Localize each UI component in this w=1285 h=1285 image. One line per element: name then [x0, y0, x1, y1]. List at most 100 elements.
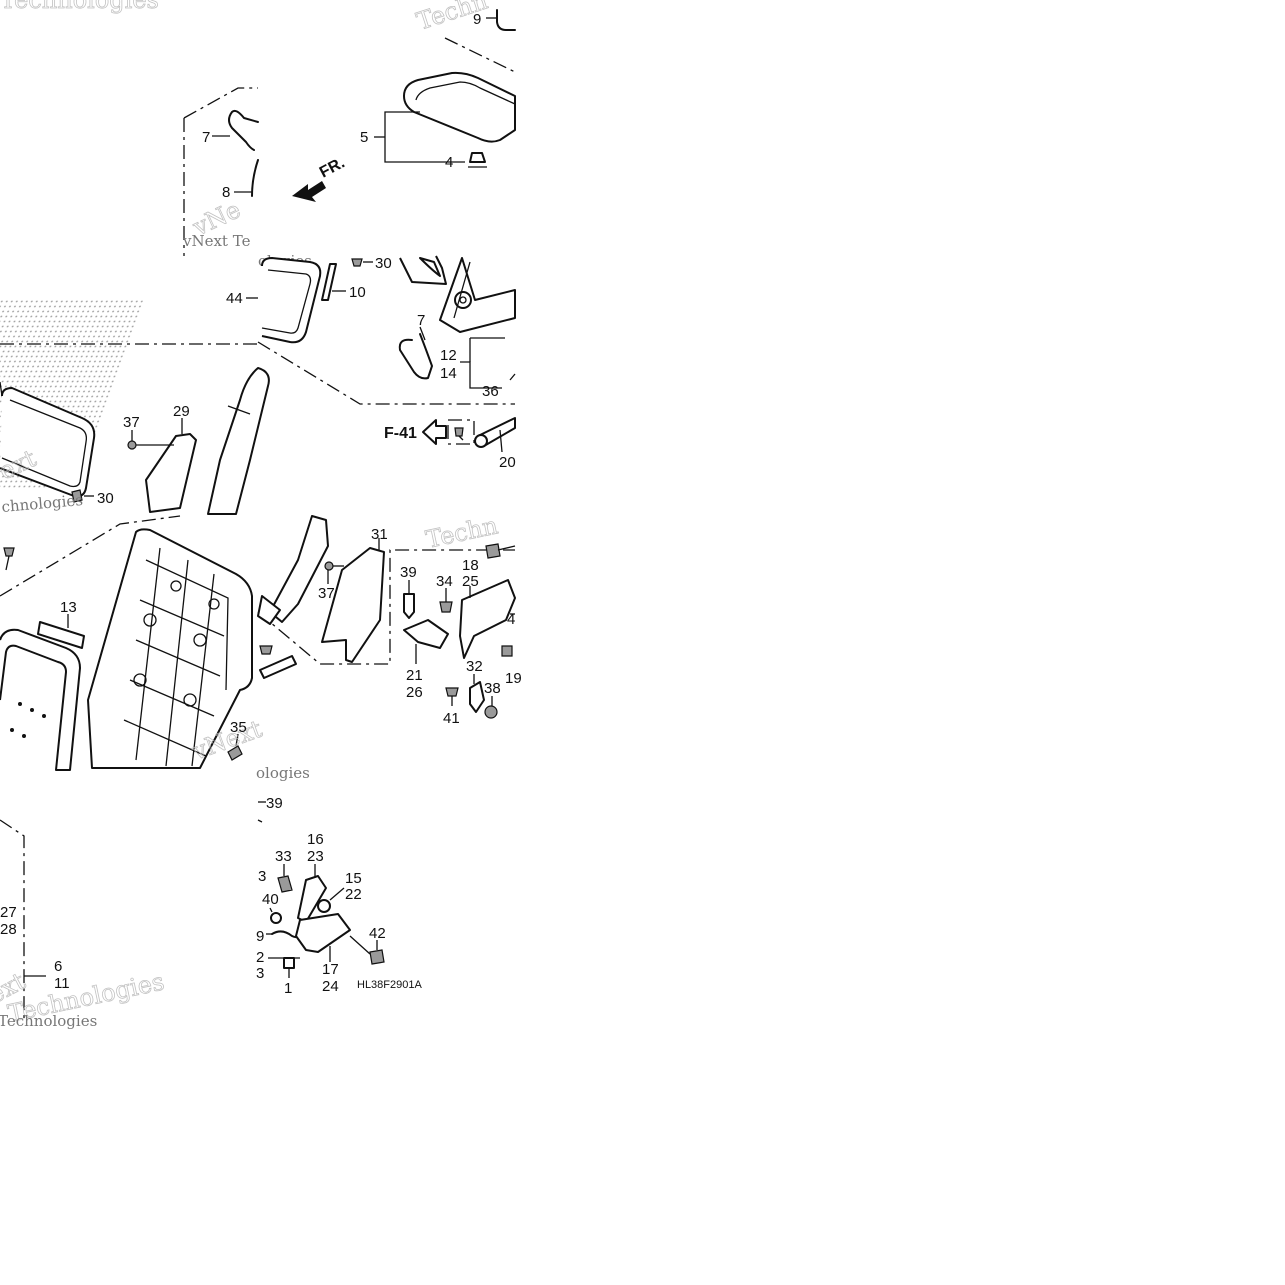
callout-39: 39 — [400, 564, 417, 581]
callout-9: 9 — [473, 11, 481, 28]
seat-pad — [261, 257, 322, 344]
callout-41: 41 — [443, 710, 460, 727]
callout-30: 30 — [375, 255, 392, 272]
tube-frame — [0, 628, 81, 771]
side-trim — [321, 547, 385, 663]
seatback-panel — [87, 528, 253, 769]
callout-36: 36 — [482, 383, 499, 400]
drawing-code: HL38F2901A — [357, 979, 422, 991]
callout-40: 40 — [262, 891, 279, 908]
callout-35: 35 — [230, 719, 247, 736]
callout-26: 26 — [406, 684, 423, 701]
spring — [271, 929, 300, 939]
tile-hook: vNe vNext Te — [182, 87, 259, 256]
seat-frame-wire — [496, 9, 516, 31]
callout-44: 44 — [226, 290, 243, 307]
callout-34: 34 — [436, 573, 453, 590]
pin — [283, 957, 295, 969]
callout-15: 15 — [345, 870, 362, 887]
tile-trim-clips: Techn — [256, 511, 516, 782]
tile-hinge: HL38F2901A — [257, 801, 422, 991]
rubber-stopper — [469, 152, 486, 163]
callout-3: 3 — [258, 868, 266, 885]
callout-42: 42 — [369, 925, 386, 942]
callout-21: 21 — [406, 667, 423, 684]
hook-wire — [228, 109, 259, 151]
back-arm — [207, 367, 270, 515]
watermark: chnologies — [1, 491, 84, 516]
tile-lower-left: ext Technologies Technologies Technologi… — [0, 0, 167, 1030]
seat-cushion — [403, 71, 516, 143]
callout-25: 25 — [462, 573, 479, 590]
rod — [321, 263, 337, 301]
callout-4x: 4 — [507, 611, 515, 628]
hook-rod — [251, 159, 259, 197]
callout-5: 5 — [360, 129, 368, 146]
reference-arrow — [422, 419, 447, 445]
tile-back-panel: vNext — [0, 515, 266, 771]
callout-32: 32 — [466, 658, 483, 675]
reference-tag: F-41 — [384, 425, 417, 442]
callout-7: 7 — [202, 129, 210, 146]
callout-29: 29 — [173, 403, 190, 420]
clamp — [469, 681, 485, 713]
hinge-bolt — [277, 875, 293, 893]
recliner-frame — [439, 257, 516, 333]
callout-39: 39 — [266, 795, 283, 812]
clip — [403, 593, 415, 619]
watermark: ologies — [256, 764, 310, 782]
callout-19: 19 — [505, 670, 522, 687]
bushing — [317, 899, 331, 913]
callout-22: 22 — [345, 886, 362, 903]
callout-38: 38 — [484, 680, 501, 697]
callout-28: 28 — [0, 921, 17, 938]
cross-bar — [37, 621, 85, 649]
front-arrow: FR. — [292, 154, 348, 202]
boundary-line — [444, 37, 516, 73]
callout-9: 9 — [256, 928, 264, 945]
callout-4: 4 — [445, 154, 453, 171]
tile-seat-cushion: Techn FR. — [292, 0, 516, 202]
tile-recliner: ologies — [246, 252, 516, 453]
callout-3: 3 — [256, 965, 264, 982]
tile-seatback: ext chnologies — [0, 300, 270, 516]
latch — [403, 619, 449, 649]
callout-7: 7 — [417, 312, 425, 329]
callout-27: 27 — [0, 904, 17, 921]
callout-13: 13 — [60, 599, 77, 616]
callout-23: 23 — [307, 848, 324, 865]
hook-wire — [398, 333, 433, 380]
watermark: Technologies — [0, 1012, 97, 1030]
callout-33: 33 — [275, 848, 292, 865]
callout-20: 20 — [499, 454, 516, 471]
watermark: vNext Te — [182, 232, 251, 250]
callout-16: 16 — [307, 831, 324, 848]
callout-17: 17 — [322, 961, 339, 978]
callout-10: 10 — [349, 284, 366, 301]
callouts: 9 5 4 7 8 30 10 44 7 12 14 36 37 29 30 F… — [0, 11, 522, 997]
front-label: FR. — [317, 154, 348, 181]
callout-24: 24 — [322, 978, 339, 995]
trim-bracket — [145, 433, 197, 513]
trim-arm — [269, 515, 329, 623]
hinge-bolt — [369, 949, 385, 965]
callout-37: 37 — [123, 414, 140, 431]
callout-1: 1 — [284, 980, 292, 997]
callout-31: 31 — [371, 526, 388, 543]
callout-8: 8 — [222, 184, 230, 201]
callout-2: 2 — [256, 949, 264, 966]
callout-6: 6 — [54, 958, 62, 975]
hinge-arm — [297, 875, 327, 923]
washer — [270, 912, 282, 924]
watermark: Technologies — [0, 0, 159, 14]
bolt — [351, 258, 363, 267]
callout-11: 11 — [54, 975, 70, 992]
callout-30: 30 — [97, 490, 114, 507]
striker-bracket — [459, 579, 516, 659]
hinge-base — [295, 913, 351, 953]
callout-37: 37 — [318, 585, 335, 602]
callout-14: 14 — [440, 365, 457, 382]
callout-18: 18 — [462, 557, 479, 574]
